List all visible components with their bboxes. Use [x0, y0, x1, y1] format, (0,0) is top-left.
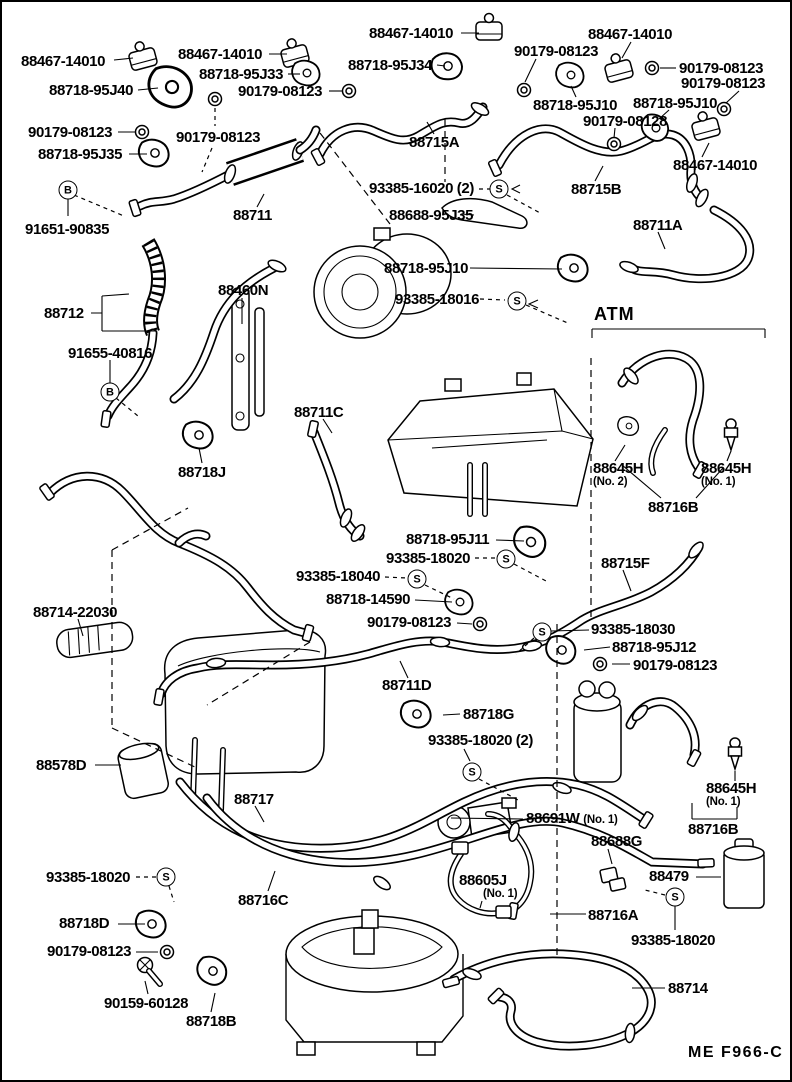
part-label: 93385-18020	[386, 550, 471, 567]
part-label: 93385-18040	[296, 568, 381, 585]
accumulator-art	[573, 680, 622, 783]
circle-symbol-s: S	[496, 549, 516, 569]
part-label: 90179-08123	[47, 943, 132, 960]
part-label: 90179-08128	[583, 113, 668, 130]
atm-group-label: ATM	[594, 304, 635, 324]
part-label: 88479	[649, 868, 689, 885]
drawing-code: ME F966-C	[688, 1044, 784, 1061]
part-label: 88691W (No. 1)	[526, 810, 618, 827]
part-label: 88711	[233, 207, 272, 224]
part-label: 90179-08123	[633, 657, 718, 674]
part-label: 88645H(No. 1)	[701, 460, 752, 488]
part-label: 88711D	[382, 677, 432, 694]
fan-unit-art	[285, 909, 464, 1056]
part-label: 88718-95J11	[406, 531, 490, 548]
part-label: 88716B	[688, 821, 739, 838]
circle-symbol-s: S	[507, 291, 527, 311]
part-label: 88718G	[463, 706, 514, 723]
part-label: 88715A	[409, 134, 460, 151]
part-label: 90159-60128	[104, 995, 189, 1012]
part-label: 91651-90835	[25, 221, 110, 238]
circle-symbol-b: B	[100, 382, 120, 402]
part-label: 88718-95J10	[533, 97, 618, 114]
hoses	[38, 99, 755, 1051]
part-label: 88718-95J33	[199, 66, 284, 83]
part-label: 88718-95J10	[384, 260, 469, 277]
part-label: 88716C	[238, 892, 289, 909]
part-label: 93385-16020 (2)	[369, 180, 474, 197]
circle-symbol-s: S	[489, 179, 509, 199]
part-label: 93385-18020	[46, 869, 131, 886]
heater-box-art	[163, 629, 327, 813]
part-label: 88718-95J40	[49, 82, 134, 99]
part-label: 88715B	[571, 181, 622, 198]
part-label: 88718B	[186, 1013, 237, 1030]
dashed-lines	[73, 108, 666, 960]
part-label: 88578D	[36, 757, 87, 774]
part-label: 88460N	[218, 282, 269, 299]
part-label: 88711A	[633, 217, 683, 234]
part-label: 88714-22030	[33, 604, 118, 621]
part-label: 88467-14010	[21, 53, 106, 70]
part-label: 88467-14010	[673, 157, 758, 174]
part-label: 93385-18020	[631, 932, 716, 949]
cylinder-88578D-art	[117, 742, 170, 800]
part-label: 90179-08123	[367, 614, 452, 631]
evaporator-box-art	[387, 372, 594, 517]
part-label: 90179-08123	[679, 60, 764, 77]
part-label: 90179-08123	[176, 129, 261, 146]
part-label: 88645H(No. 1)	[706, 780, 757, 808]
part-label: 88716B	[648, 499, 699, 516]
circle-symbol-s: S	[532, 622, 552, 642]
compressor-art	[313, 227, 452, 339]
circle-symbol-s: S	[156, 867, 176, 887]
pipe-88714-22030-art	[56, 621, 134, 659]
part-label: 90179-08123	[681, 75, 766, 92]
part-label: 93385-18016	[395, 291, 480, 308]
part-label: 88645H(No. 2)	[593, 460, 644, 488]
bracket-88460N-art	[231, 287, 265, 431]
part-label: 91655-40816	[68, 345, 153, 362]
part-label: 88605J(No. 1)	[459, 872, 518, 900]
fitting-88688G-art	[599, 866, 627, 892]
part-label: 90179-08123	[514, 43, 599, 60]
part-label: 90179-08123	[28, 124, 113, 141]
part-label: 93385-18030	[591, 621, 676, 638]
part-label: 88711C	[294, 404, 344, 421]
part-label: 93385-18020 (2)	[428, 732, 533, 749]
part-label: 88688G	[591, 833, 642, 850]
circle-symbol-s: S	[462, 762, 482, 782]
part-label: 88718D	[59, 915, 110, 932]
circle-symbol-s: S	[407, 569, 427, 589]
part-label: 88718-14590	[326, 591, 411, 608]
part-label: 88718-95J35	[38, 146, 123, 163]
part-label: 88467-14010	[369, 25, 454, 42]
part-label: 88714	[668, 980, 708, 997]
leader-lines	[67, 32, 766, 1013]
part-label: 90179-08123	[238, 83, 323, 100]
circle-symbol-b: B	[58, 180, 78, 200]
part-label: 88716A	[588, 907, 639, 924]
part-label: 88718-95J10	[633, 95, 718, 112]
part-label: 88718-95J34	[348, 57, 433, 74]
part-label: 88718-95J12	[612, 639, 697, 656]
circle-symbol-s: S	[665, 887, 685, 907]
drier-bottle-88479-art	[723, 838, 765, 909]
small-parts	[125, 12, 743, 989]
part-label: 88715F	[601, 555, 650, 572]
part-label: 88718J	[178, 464, 226, 481]
part-label: 88688-95J35	[389, 207, 474, 224]
part-label: 88467-14010	[178, 46, 263, 63]
part-label: 88717	[234, 791, 274, 808]
part-label: 88712	[44, 305, 84, 322]
part-label: 88467-14010	[588, 26, 673, 43]
